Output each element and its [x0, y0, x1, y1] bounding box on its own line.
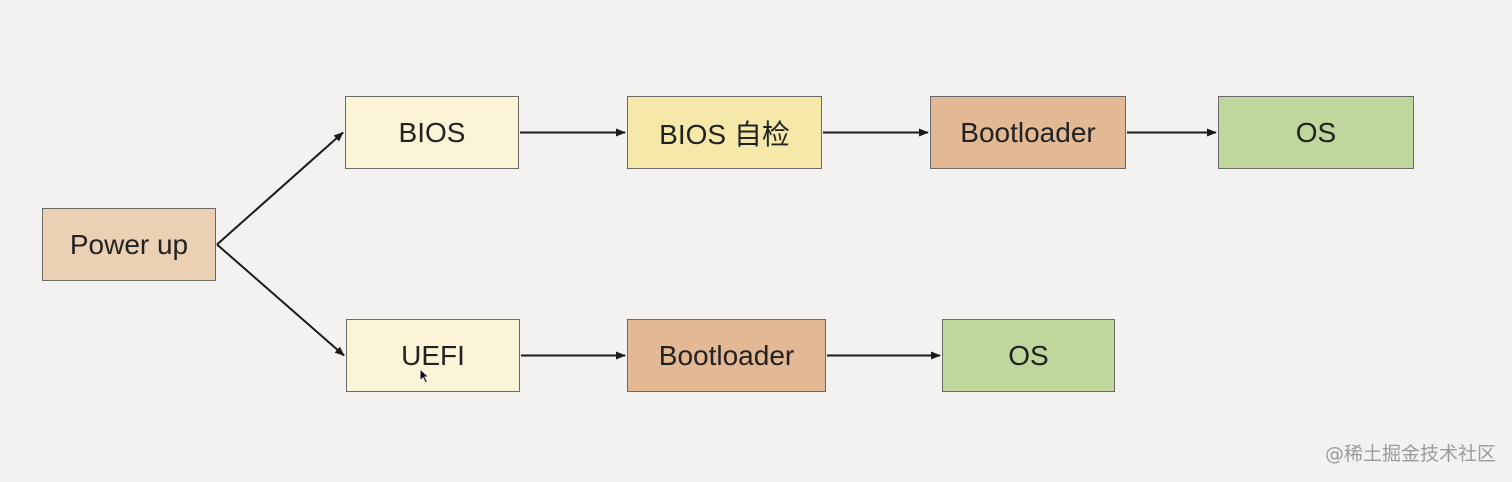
- power-up-label: Power up: [69, 228, 189, 260]
- os-top-box: OS: [1218, 96, 1414, 169]
- uefi-label: UEFI: [401, 339, 465, 371]
- power-up-box: Power up: [42, 208, 216, 281]
- bios-label: BIOS: [398, 116, 466, 148]
- bootloader-bottom-box: Bootloader: [627, 319, 826, 392]
- uefi-box: UEFI: [346, 319, 520, 392]
- bootloader-top-box: Bootloader: [930, 96, 1126, 169]
- mouse-pointer-icon: [419, 368, 431, 384]
- arrow-power-to-bios: [216, 131, 344, 246]
- arrow-power-to-uefi: [216, 243, 345, 357]
- os-bottom-box: OS: [942, 319, 1115, 392]
- bios-self-check-box: BIOS 自检: [627, 96, 822, 169]
- bootloader-top-label: Bootloader: [960, 116, 1096, 148]
- bios-self-check-label: BIOS 自检: [659, 118, 790, 150]
- watermark-text: @稀土掘金技术社区: [1324, 443, 1496, 465]
- edges-layer: [216, 128, 1217, 360]
- os-top-label: OS: [1295, 116, 1337, 148]
- bios-box: BIOS: [345, 96, 519, 169]
- os-bottom-label: OS: [1008, 339, 1049, 371]
- bootloader-bottom-label: Bootloader: [658, 339, 795, 371]
